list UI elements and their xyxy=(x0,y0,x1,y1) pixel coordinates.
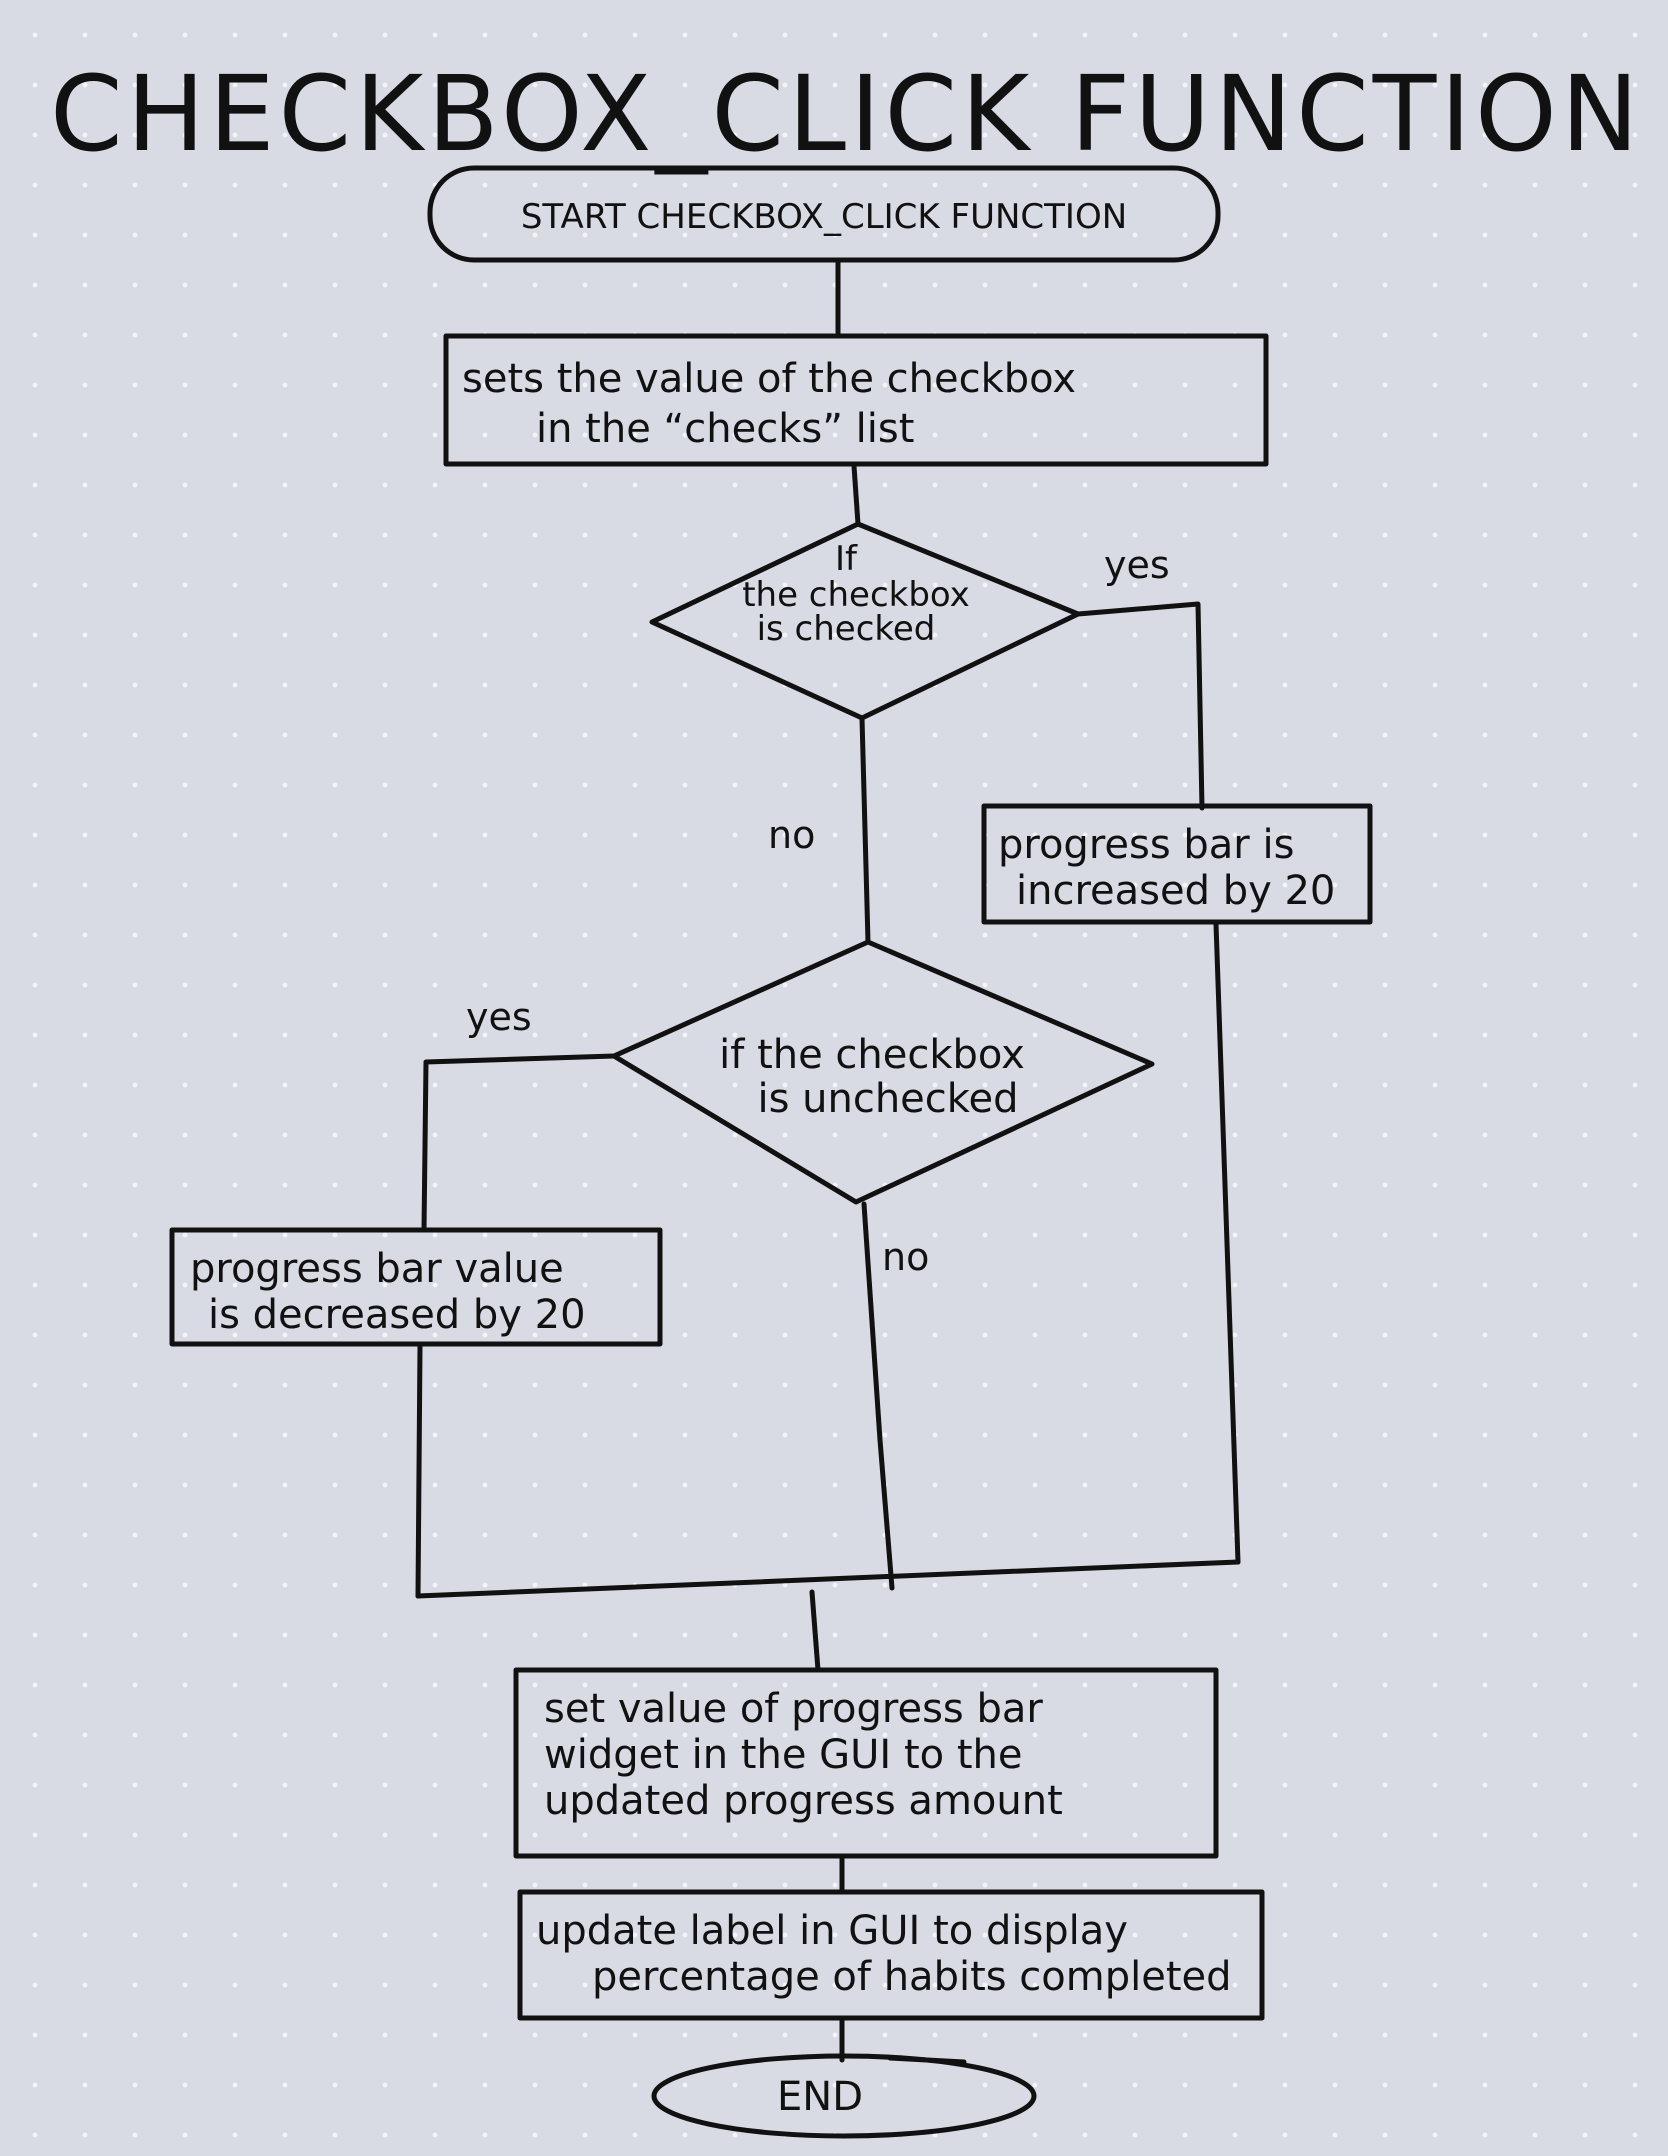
set-checks-node-shape xyxy=(443,333,1269,467)
edge-label-unchecked-no: no xyxy=(882,1235,929,1279)
if-checked-line-1: If xyxy=(835,539,858,579)
set-bar-node: set value of progress bar widget in the … xyxy=(513,1667,1219,1859)
if-unchecked-node: if the checkbox is unchecked xyxy=(611,939,1155,1205)
end-node-label: END xyxy=(777,2074,863,2120)
increase-line-1: progress bar is xyxy=(998,822,1294,868)
update-label-node: update label in GUI to display percentag… xyxy=(517,1889,1265,2021)
start-node-shape xyxy=(427,165,1221,263)
increase-node-shape xyxy=(981,803,1373,925)
connector-decrease-to-merge xyxy=(415,1343,423,1599)
if-checked-node: If the checkbox is checked xyxy=(649,521,1081,721)
set-bar-line-2: widget in the GUI to the xyxy=(544,1732,1022,1778)
decrease-node-shape xyxy=(169,1227,663,1347)
start-node: START CHECKBOX_CLICK FUNCTION xyxy=(427,165,1221,263)
start-node-label: START CHECKBOX_CLICK FUNCTION xyxy=(521,197,1127,237)
if-unchecked-node-shape xyxy=(611,939,1155,1205)
merge-line xyxy=(415,1559,1241,1599)
if-unchecked-line-2: is unchecked xyxy=(757,1076,1018,1122)
diagram-title: CHECKBOX_CLICK FUNCTION xyxy=(50,53,1643,175)
set-checks-node: sets the value of the checkbox in the “c… xyxy=(443,333,1269,467)
increase-node: progress bar is increased by 20 xyxy=(981,803,1373,925)
set-bar-node-shape xyxy=(513,1667,1219,1859)
decrease-node: progress bar value is decreased by 20 xyxy=(169,1227,663,1347)
set-bar-line-3: updated progress amount xyxy=(544,1778,1063,1824)
end-node: END xyxy=(651,2053,1037,2139)
edge-label-checked-no: no xyxy=(768,813,815,857)
end-node-shape xyxy=(651,2053,1037,2139)
set-checks-line-2: in the “checks” list xyxy=(536,406,914,452)
if-checked-line-2: the checkbox xyxy=(742,575,970,615)
edge-label-unchecked-yes: yes xyxy=(466,995,532,1039)
decrease-line-2: is decreased by 20 xyxy=(208,1292,586,1338)
connector-if-unchecked-no xyxy=(861,1201,895,1591)
set-bar-line-1: set value of progress bar xyxy=(544,1686,1043,1732)
connector-if-checked-yes xyxy=(1075,601,1205,811)
update-label-node-shape xyxy=(517,1889,1265,2021)
connector-increase-to-merge xyxy=(1213,921,1241,1565)
connector-if-unchecked-yes xyxy=(421,1053,617,1233)
update-label-line-1: update label in GUI to display xyxy=(536,1908,1128,1954)
update-label-line-2: percentage of habits completed xyxy=(592,1954,1232,2000)
if-checked-line-3: is checked xyxy=(757,609,936,649)
connector-merge-to-set-bar xyxy=(809,1589,821,1673)
increase-line-2: increased by 20 xyxy=(1016,868,1335,914)
decrease-line-1: progress bar value xyxy=(190,1246,564,1292)
if-unchecked-line-1: if the checkbox xyxy=(719,1032,1025,1078)
connector-set-checks-to-if-checked xyxy=(851,463,861,527)
edge-label-checked-yes: yes xyxy=(1104,543,1170,587)
set-checks-line-1: sets the value of the checkbox xyxy=(462,356,1076,402)
connector-if-checked-no xyxy=(859,715,871,945)
